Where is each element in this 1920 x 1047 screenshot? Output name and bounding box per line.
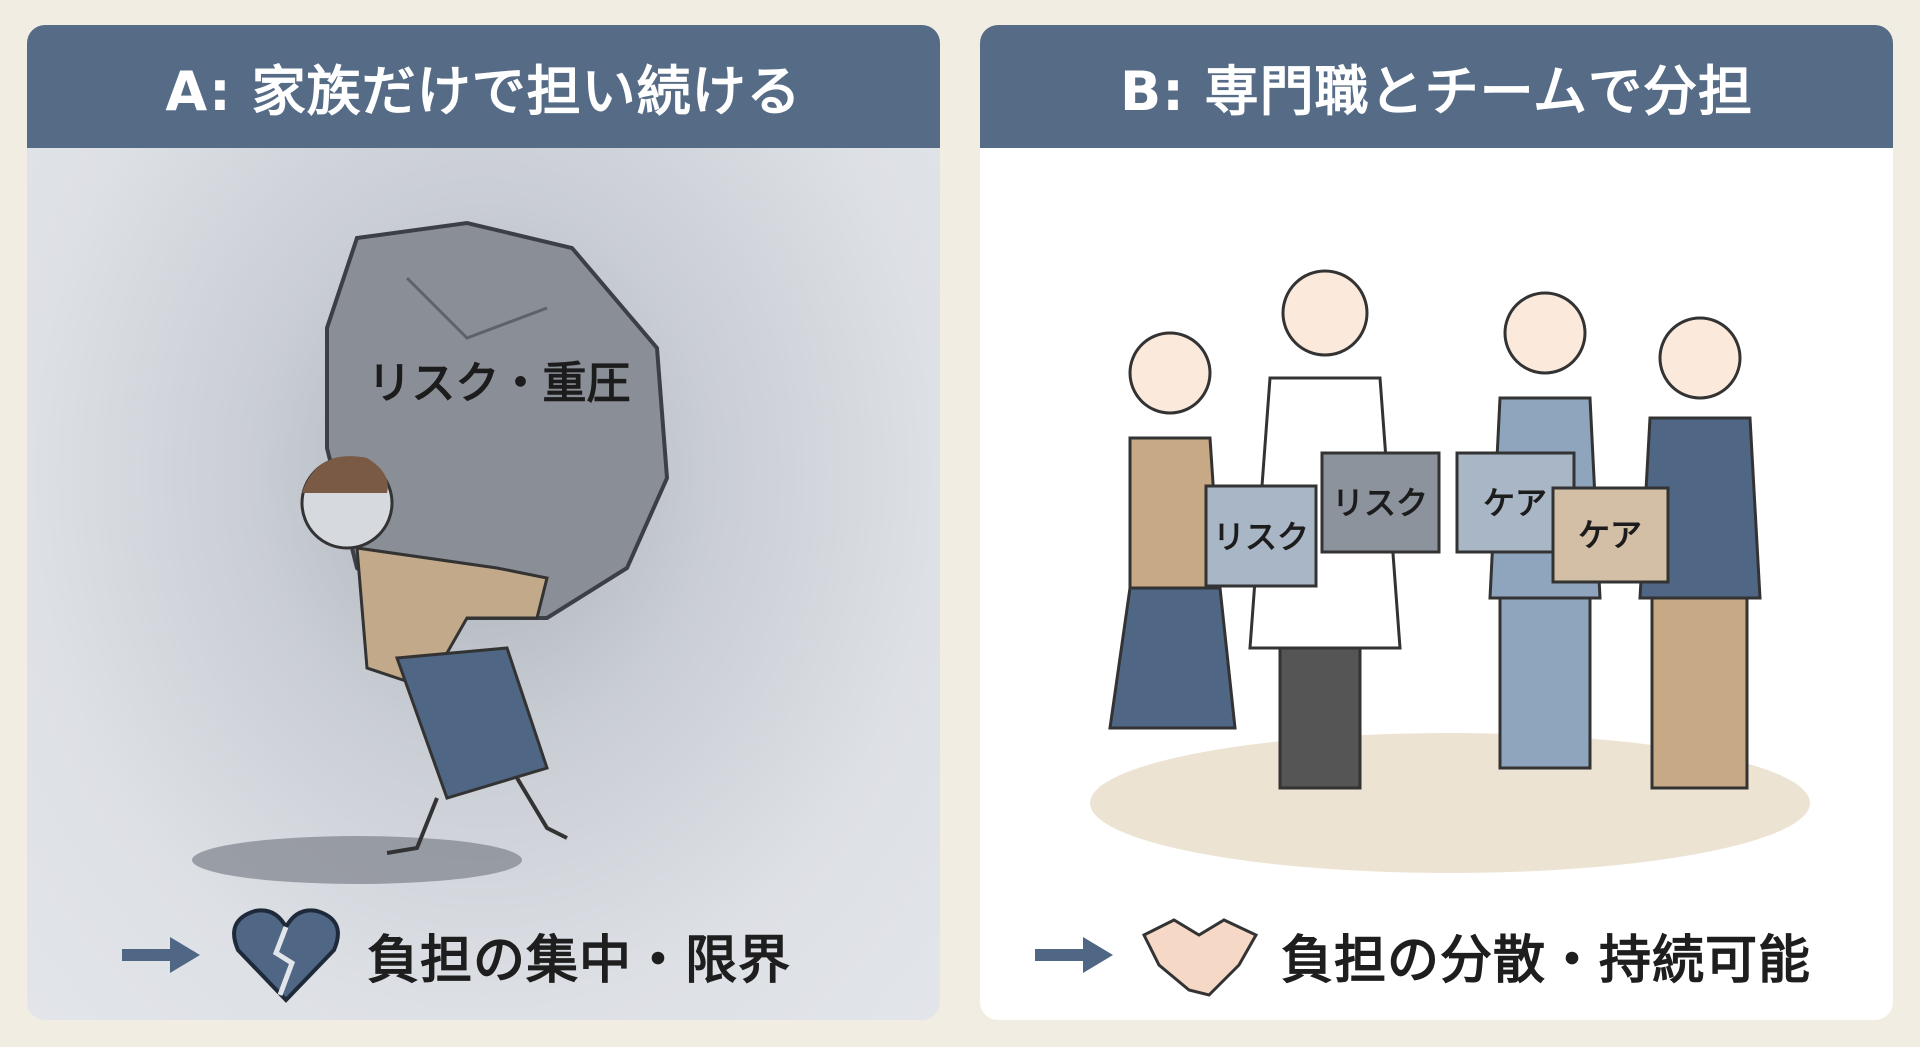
result-text-b: 負担の分散・持続可能 [1281, 930, 1812, 991]
box-care-2: ケア [1551, 486, 1670, 584]
svg-text:ケア: ケア [1483, 484, 1547, 522]
svg-text:ケア: ケア [1578, 516, 1642, 554]
care-worker [1638, 316, 1762, 790]
arrow-right-icon [122, 937, 200, 973]
handshake-icon [1141, 918, 1259, 997]
caregiver-figure [300, 456, 568, 855]
boulder [325, 220, 670, 620]
broken-heart-icon [232, 908, 340, 1003]
svg-text:リスク: リスク [1332, 484, 1428, 522]
shadow [192, 836, 522, 884]
box-risk-1: リスク [1204, 484, 1318, 588]
svg-text:リスク: リスク [1213, 518, 1309, 556]
panel-a-result: 負担の集中・限界 [27, 905, 940, 1005]
box-risk-2: リスク [1320, 451, 1441, 554]
panel-family-only: A: 家族だけで担い続ける リスク・重圧 負担の集中・限界 [27, 25, 940, 1020]
panel-a-title: A: 家族だけで担い続ける [27, 25, 940, 148]
arrow-right-icon [1035, 937, 1113, 973]
floor-shadow [1090, 733, 1810, 873]
team-sharing-illustration: リスク リスク ケア ケア [1090, 269, 1810, 873]
family-member [1108, 331, 1237, 730]
burdened-caregiver-illustration: リスク・重圧 [192, 220, 670, 884]
panel-b-result: 負担の分散・持続可能 [980, 905, 1893, 1005]
panel-b-title: B: 専門職とチームで分担 [980, 25, 1893, 148]
result-text-a: 負担の集中・限界 [367, 930, 792, 991]
panel-team-shared: B: 専門職とチームで分担 リスク リスク [980, 25, 1893, 1020]
rock-label: リスク・重圧 [367, 358, 630, 409]
